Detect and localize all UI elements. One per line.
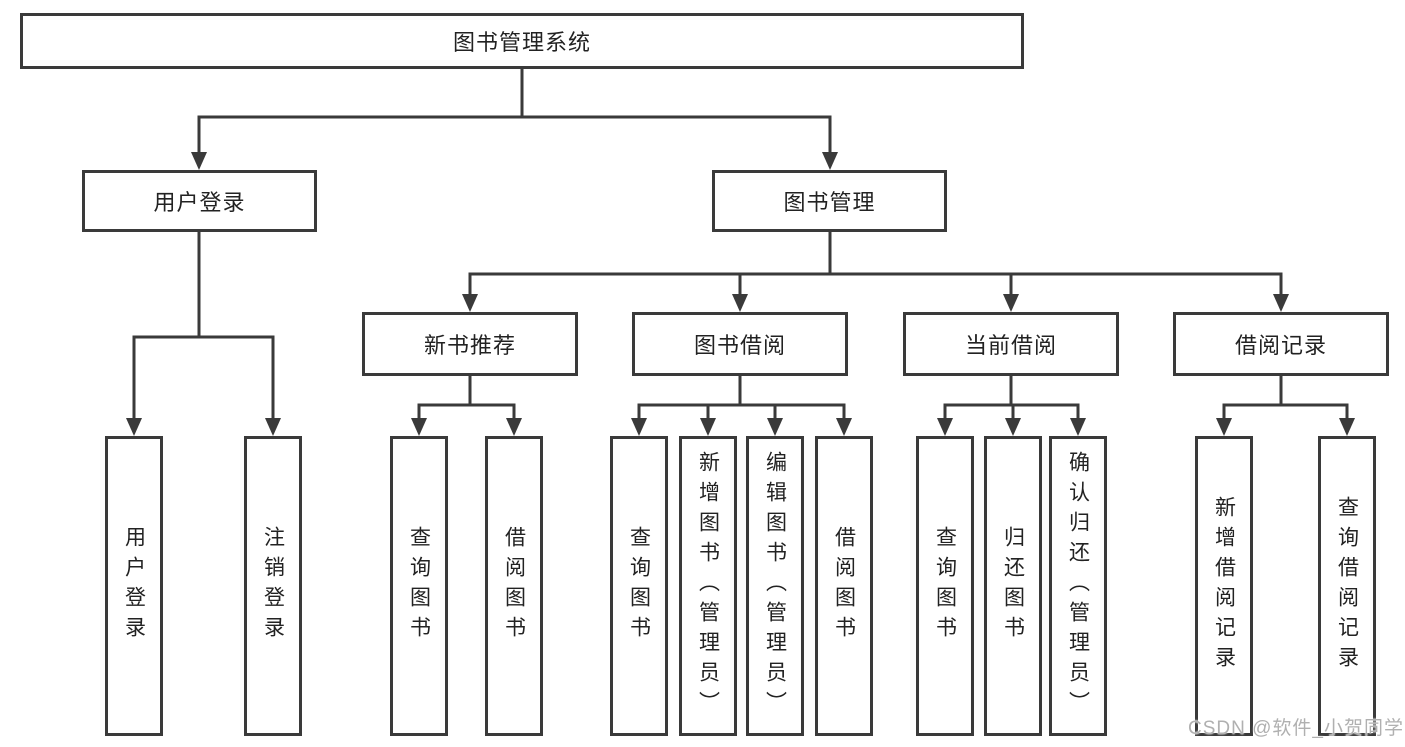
leaf-logout: 注销登录 xyxy=(244,436,302,736)
leaf-label: 借阅图书 xyxy=(502,526,526,646)
connector-new-book-children xyxy=(417,376,516,420)
leaf-edit-book-admin: 编辑图书（管理员） xyxy=(746,436,804,736)
node-current-borrow: 当前借阅 xyxy=(903,312,1119,376)
leaf-label: 借阅图书 xyxy=(832,526,856,646)
arrowhead-down-icon xyxy=(1273,294,1289,312)
leaf-add-book-admin: 新增图书（管理员） xyxy=(679,436,737,736)
node-new-book-recommend: 新书推荐 xyxy=(362,312,578,376)
leaf-search-book-borrow: 查询图书 xyxy=(610,436,668,736)
node-user-login-module: 用户登录 xyxy=(82,170,317,232)
connector-user-login-children xyxy=(132,232,275,420)
watermark-text: CSDN @软件_小贺同学 xyxy=(1188,718,1404,739)
arrowhead-down-icon xyxy=(265,418,281,436)
arrowhead-down-icon xyxy=(411,418,427,436)
arrowhead-down-icon xyxy=(126,418,142,436)
leaf-label: 确认归还（管理员） xyxy=(1066,451,1090,721)
leaf-borrow-book: 借阅图书 xyxy=(815,436,873,736)
leaf-label: 查询图书 xyxy=(933,526,957,646)
connector-book-borrow-children xyxy=(637,376,846,420)
connector-borrow-record-children xyxy=(1222,376,1349,420)
leaf-label: 新增图书（管理员） xyxy=(696,451,720,721)
node-book-management-module: 图书管理 xyxy=(712,170,947,232)
leaf-label: 用户登录 xyxy=(122,526,146,646)
arrowhead-down-icon xyxy=(462,294,478,312)
leaf-label: 查询图书 xyxy=(407,526,431,646)
arrowhead-down-icon xyxy=(700,418,716,436)
arrowhead-down-icon xyxy=(732,294,748,312)
leaf-search-borrow-record: 查询借阅记录 xyxy=(1318,436,1376,736)
leaf-user-login: 用户登录 xyxy=(105,436,163,736)
connector-root-to-level2 xyxy=(197,69,832,154)
arrowhead-down-icon xyxy=(1005,418,1021,436)
leaf-label: 查询图书 xyxy=(627,526,651,646)
node-book-borrow: 图书借阅 xyxy=(632,312,848,376)
leaf-label: 归还图书 xyxy=(1001,526,1025,646)
arrowhead-down-icon xyxy=(937,418,953,436)
leaf-label: 查询借阅记录 xyxy=(1335,496,1359,676)
arrowhead-down-icon xyxy=(631,418,647,436)
arrowhead-down-icon xyxy=(1216,418,1232,436)
arrowhead-down-icon xyxy=(191,152,207,170)
connector-book-management-children xyxy=(468,232,1283,296)
arrowhead-down-icon xyxy=(767,418,783,436)
arrowhead-down-icon xyxy=(506,418,522,436)
leaf-label: 注销登录 xyxy=(261,526,285,646)
arrowhead-down-icon xyxy=(1339,418,1355,436)
leaf-search-book-current: 查询图书 xyxy=(916,436,974,736)
arrowhead-down-icon xyxy=(1070,418,1086,436)
leaf-label: 新增借阅记录 xyxy=(1212,496,1236,676)
leaf-label: 编辑图书（管理员） xyxy=(763,451,787,721)
node-borrow-records: 借阅记录 xyxy=(1173,312,1389,376)
leaf-return-book: 归还图书 xyxy=(984,436,1042,736)
leaf-add-borrow-record: 新增借阅记录 xyxy=(1195,436,1253,736)
leaf-confirm-return-admin: 确认归还（管理员） xyxy=(1049,436,1107,736)
leaf-search-book-recommend: 查询图书 xyxy=(390,436,448,736)
arrowhead-down-icon xyxy=(822,152,838,170)
arrowhead-down-icon xyxy=(836,418,852,436)
node-library-management-system: 图书管理系统 xyxy=(20,13,1024,69)
connector-current-borrow-children xyxy=(943,376,1080,420)
arrowhead-down-icon xyxy=(1003,294,1019,312)
leaf-borrow-book-recommend: 借阅图书 xyxy=(485,436,543,736)
